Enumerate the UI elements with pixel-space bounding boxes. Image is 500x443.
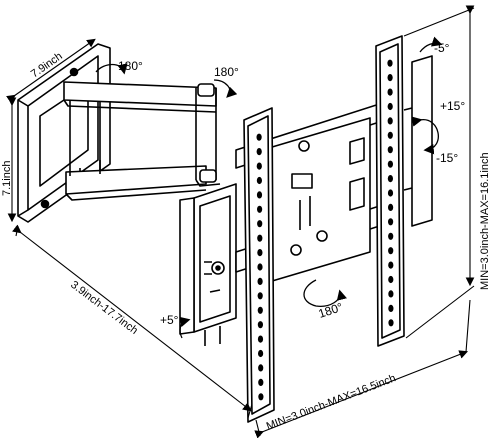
center-plate	[261, 117, 371, 285]
dimension-lines	[6, 5, 475, 439]
vesa-vertical-label: MIN=3.0inch-MAX=16.1inch	[479, 152, 491, 290]
tilt-bracket	[403, 55, 433, 227]
mounting-hole	[257, 292, 263, 300]
mounting-hole	[388, 261, 394, 269]
mounting-hole	[258, 364, 264, 372]
wall-plate-height-label: 7.1inch	[1, 161, 13, 196]
mounting-hole	[388, 290, 394, 298]
swivel-top-label: -5°	[434, 41, 450, 55]
mounting-hole	[256, 176, 262, 185]
mounting-hole	[387, 146, 393, 154]
mounting-hole	[387, 160, 393, 168]
vesa-horizontal-label: MIN=3.0inch-MAX=16.5inch	[265, 372, 398, 433]
mounting-hole	[388, 319, 394, 327]
rotation-arrows	[95, 36, 443, 339]
mounting-hole	[388, 218, 394, 226]
mounting-hole	[388, 275, 394, 284]
arm-swivel-label: 180°	[118, 59, 143, 73]
mounting-hole	[256, 191, 263, 199]
mounting-hole	[258, 349, 264, 358]
mounting-hole	[387, 131, 393, 139]
swivel-bottom-label: +5°	[160, 313, 179, 327]
mounting-hole	[387, 74, 393, 82]
mounting-hole	[387, 117, 393, 125]
mounting-hole	[257, 321, 263, 329]
mounting-hole	[387, 88, 393, 96]
extension-label: 3.9inch-17.7inch	[68, 279, 140, 337]
arm-joint-label: 180°	[214, 65, 239, 79]
mounting-hole	[387, 59, 393, 67]
mounting-hole	[256, 162, 262, 170]
mounting-hole	[257, 249, 263, 257]
mounting-hole	[388, 232, 394, 240]
mounting-hole	[387, 175, 393, 183]
mounting-hole	[257, 205, 263, 213]
mounting-hole	[387, 189, 394, 197]
plate-rotation-label: 180°	[317, 300, 345, 321]
mounting-hole	[257, 263, 263, 271]
mounting-hole	[256, 133, 262, 141]
mounting-hole	[388, 304, 394, 312]
tilt-up-label: +15°	[440, 99, 465, 113]
mounting-hole	[257, 220, 263, 228]
mounting-hole	[388, 247, 394, 255]
mounting-hole	[256, 148, 262, 156]
mounting-hole	[387, 102, 393, 111]
mounting-hole	[388, 203, 394, 211]
swivel-bracket	[179, 183, 237, 346]
mounting-hole	[257, 306, 263, 314]
mounting-hole	[257, 277, 263, 285]
mounting-hole	[258, 393, 264, 401]
tilt-down-label: -15°	[436, 151, 458, 165]
mounting-hole	[257, 335, 264, 343]
mounting-hole	[258, 378, 264, 386]
mounting-hole	[257, 234, 263, 242]
